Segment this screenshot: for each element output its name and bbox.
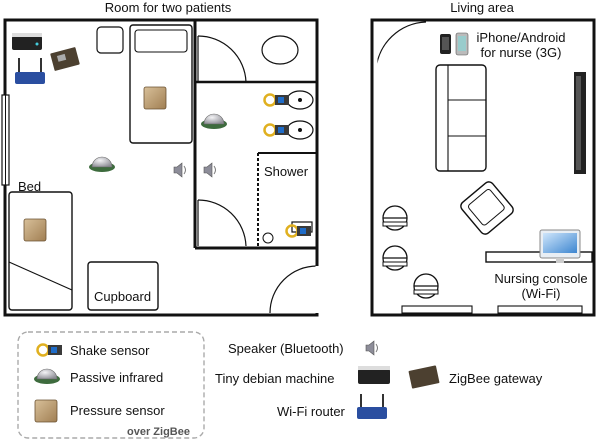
shake-sensor-icon <box>263 93 291 107</box>
pressure-sensor-icon <box>143 86 167 110</box>
wifi-router-icon <box>15 58 45 84</box>
legend-passive-infrared: Passive infrared <box>70 370 164 385</box>
shower-label: Shower <box>264 164 309 179</box>
toilet <box>261 35 299 65</box>
nursing-console-label: Nursing console (Wi-Fi) <box>494 271 588 301</box>
tiny-debian-legend-icon <box>358 366 390 384</box>
pressure-sensor-legend-icon <box>34 399 58 423</box>
upper-bed <box>129 24 193 144</box>
living-area <box>370 18 596 317</box>
zigbee-gateway-icon <box>50 47 80 71</box>
ceiling-light-icon <box>413 273 439 299</box>
living-window-2 <box>497 305 583 314</box>
legend-wifi-router: Wi-Fi router <box>277 404 345 419</box>
sofa <box>435 64 487 172</box>
speaker-icon <box>173 162 186 178</box>
patient-room-title: Room for two patients <box>104 0 232 15</box>
legend-over-zigbee: over ZigBee <box>127 426 190 438</box>
washbasin-1 <box>286 90 314 110</box>
nursing-console-monitor-icon <box>539 229 581 263</box>
bed-label: Bed <box>18 179 42 194</box>
armchair <box>460 181 514 235</box>
entry-door-swing <box>269 265 318 314</box>
passive-infrared-legend-icon <box>33 368 61 385</box>
legend-speaker: Speaker (Bluetooth) <box>228 341 344 356</box>
living-door-swing <box>375 21 427 71</box>
tiny-debian-machine-icon <box>12 33 42 50</box>
wifi-router-legend-icon <box>357 394 387 419</box>
phone-label: iPhone/Android for nurse (3G) <box>476 30 566 60</box>
legend-zigbee-gateway: ZigBee gateway <box>449 371 543 386</box>
speaker-legend-icon <box>365 340 378 356</box>
shake-sensor-icon <box>285 224 313 238</box>
patient-room <box>1 18 319 317</box>
legend-pressure-sensor: Pressure sensor <box>70 403 165 418</box>
passive-infrared-icon <box>88 156 116 173</box>
lower-bed <box>8 191 73 311</box>
cupboard-label: Cupboard <box>94 289 152 304</box>
bath-door-swing <box>197 199 247 247</box>
ceiling-light-icon <box>382 245 408 271</box>
phone-icon <box>440 32 469 56</box>
nightstand <box>96 26 124 54</box>
passive-infrared-icon <box>200 113 228 130</box>
zigbee-gateway-legend-icon <box>408 365 440 389</box>
ceiling-light-icon <box>382 205 408 231</box>
legend-shake-sensor: Shake sensor <box>70 343 150 358</box>
speaker-icon <box>203 162 216 178</box>
nursing-console-desk <box>485 251 593 263</box>
cupboard <box>87 261 159 311</box>
living-area-walls <box>370 18 596 317</box>
sensor-legend-box <box>17 331 205 439</box>
shake-sensor-icon <box>263 123 291 137</box>
shake-sensor-legend-icon <box>36 343 64 357</box>
living-area-title: Living area <box>450 0 514 15</box>
television <box>574 72 586 174</box>
pressure-sensor-icon <box>23 218 47 242</box>
legend-tiny-debian: Tiny debian machine <box>215 371 335 386</box>
toilet-door-swing <box>197 35 247 83</box>
living-window-1 <box>401 305 473 314</box>
washbasin-2 <box>286 120 314 140</box>
